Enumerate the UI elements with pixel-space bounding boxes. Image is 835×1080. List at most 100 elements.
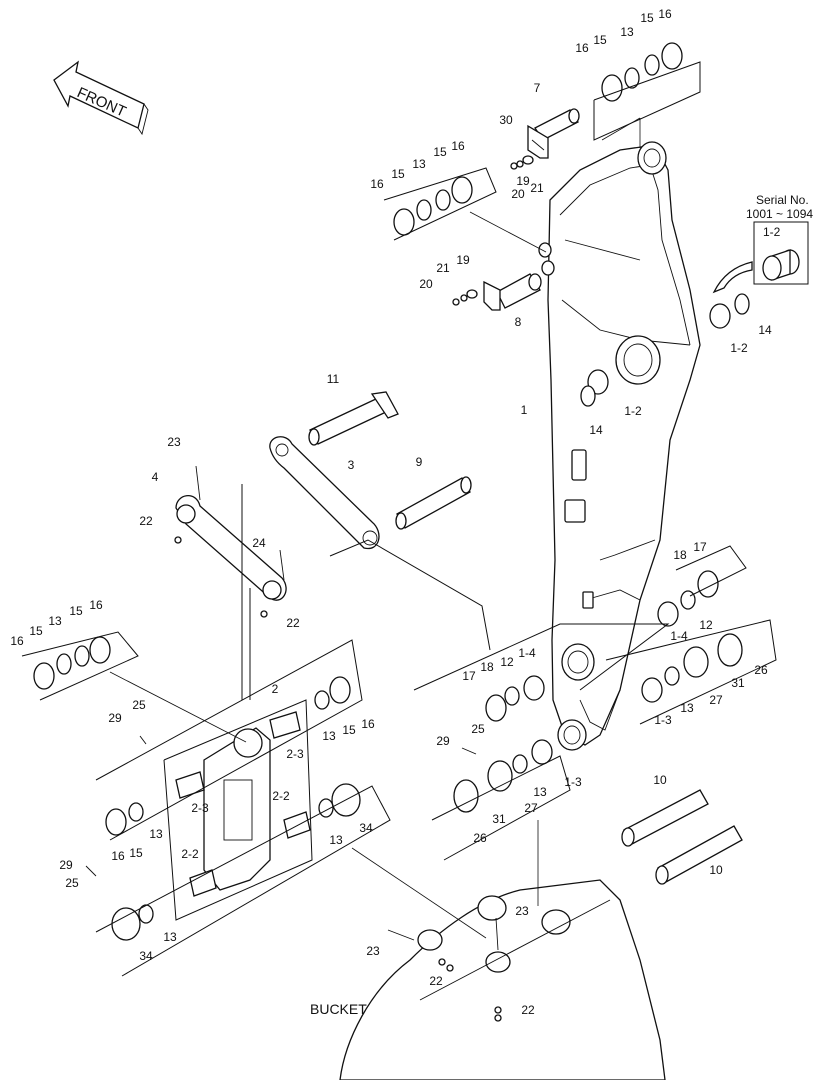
callout-c29: 4 (152, 470, 159, 484)
callout-c37: 13 (48, 614, 62, 628)
callout-c9: 21 (530, 181, 544, 195)
callout-c55: 13 (322, 729, 336, 743)
callout-c52: 29 (108, 711, 122, 725)
callout-c62: 10 (653, 773, 667, 787)
callout-c7: 30 (499, 113, 513, 127)
assembly-frames (21, 61, 777, 977)
callout-c58: 29 (436, 734, 450, 748)
callout-c6: 7 (534, 81, 541, 95)
pin-8 (483, 273, 542, 311)
link-2 (175, 711, 311, 897)
callout-c77: 23 (515, 904, 529, 918)
callout-c12: 15 (433, 145, 447, 159)
ring-groups (33, 42, 750, 941)
serial-box (753, 221, 809, 285)
callout-c45: 17 (462, 669, 476, 683)
callout-c81: 22 (429, 974, 443, 988)
callout-c65: 27 (524, 801, 538, 815)
callout-c53: 25 (132, 698, 146, 712)
front-arrow: FRONT (53, 60, 149, 136)
callout-c70: 26 (473, 831, 487, 845)
callout-c19: 8 (515, 315, 522, 329)
callout-c67: 34 (359, 821, 373, 835)
callout-c31: 24 (252, 536, 266, 550)
callout-c13: 13 (412, 157, 426, 171)
bucket-label: BUCKET (310, 1001, 367, 1017)
callout-c49: 27 (709, 693, 723, 707)
callout-c38: 15 (29, 624, 43, 638)
callout-c30: 22 (139, 514, 153, 528)
callout-c57: 16 (361, 717, 375, 731)
callout-c56: 15 (342, 723, 356, 737)
link-4 (175, 465, 287, 601)
callout-c64: 2-3 (191, 801, 209, 815)
callout-c66: 31 (492, 812, 506, 826)
callout-c68: 13 (149, 827, 163, 841)
callout-c75: 10 (709, 863, 723, 877)
callout-c74: 29 (59, 858, 73, 872)
callout-c3: 13 (620, 25, 634, 39)
callout-c1: 16 (658, 7, 672, 21)
serial-inset: Serial No. 1001 ~ 1094 1-2 (712, 193, 813, 294)
serial-pointer-arrow (712, 261, 753, 294)
callout-c82: 22 (521, 1003, 535, 1017)
callout-c25: 14 (589, 423, 603, 437)
callout-c46: 26 (754, 663, 768, 677)
callout-c24: 1-2 (624, 404, 642, 418)
callout-c23: 1 (521, 403, 528, 417)
callout-c27: 3 (348, 458, 355, 472)
serial-line1: Serial No. (756, 193, 809, 207)
callout-c51: 1-3 (654, 713, 672, 727)
callout-c4: 15 (593, 33, 607, 47)
bucket (339, 879, 666, 1080)
callout-c79: 23 (366, 944, 380, 958)
serial-part: 1-2 (763, 225, 781, 239)
pin-7 (527, 108, 580, 159)
callout-c5: 16 (575, 41, 589, 55)
callout-c15: 16 (370, 177, 384, 191)
callout-c16: 19 (456, 253, 470, 267)
callout-c43: 12 (500, 655, 514, 669)
callout-c28: 9 (416, 455, 423, 469)
callout-c32: 17 (693, 540, 707, 554)
callout-c76: 25 (65, 876, 79, 890)
callout-c39: 16 (10, 634, 24, 648)
hardware (85, 139, 545, 1022)
callout-c78: 13 (163, 930, 177, 944)
callout-c26: 23 (167, 435, 181, 449)
pin-10-lower (655, 825, 743, 885)
callout-c41: 12 (699, 618, 713, 632)
callout-c21: 1-2 (730, 341, 748, 355)
serial-bushing (762, 249, 800, 281)
callout-c8: 19 (516, 174, 530, 188)
serial-line2: 1001 ~ 1094 (746, 207, 813, 221)
boom (538, 141, 701, 751)
callout-c59: 2-3 (286, 747, 304, 761)
callout-c60: 1-3 (564, 775, 582, 789)
callout-c47: 31 (731, 676, 745, 690)
callout-c42: 1-4 (518, 646, 536, 660)
pin-11 (308, 391, 399, 446)
callout-c50: 13 (680, 701, 694, 715)
callout-c48: 2 (272, 682, 279, 696)
callout-c80: 34 (139, 949, 153, 963)
callout-c20: 14 (758, 323, 772, 337)
callout-c14: 15 (391, 167, 405, 181)
callout-c34: 22 (286, 616, 300, 630)
callout-c71: 15 (129, 846, 143, 860)
callout-c40: 1-4 (670, 629, 688, 643)
callout-c18: 20 (419, 277, 433, 291)
pin-10-upper (621, 789, 709, 847)
callout-c33: 18 (673, 548, 687, 562)
callout-c44: 18 (480, 660, 494, 674)
callout-c72: 16 (111, 849, 125, 863)
callout-c54: 25 (471, 722, 485, 736)
callout-c63: 2-2 (272, 789, 290, 803)
callout-c36: 15 (69, 604, 83, 618)
callout-c11: 16 (451, 139, 465, 153)
callout-c22: 11 (327, 372, 340, 386)
callout-c69: 13 (329, 833, 343, 847)
